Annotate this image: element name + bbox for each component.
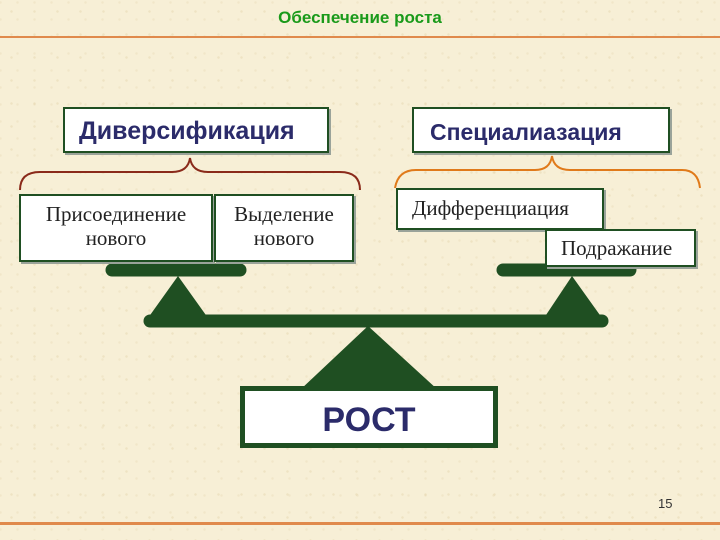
joining-new-line1: Присоединение bbox=[45, 202, 187, 226]
separation-new-box: Выделение нового bbox=[214, 194, 354, 262]
separation-new-line2: нового bbox=[253, 226, 315, 250]
differentiation-box: Дифференциация bbox=[396, 188, 604, 230]
joining-new-box: Присоединение нового bbox=[19, 194, 213, 262]
joining-new-line2: нового bbox=[85, 226, 147, 250]
right-brace bbox=[394, 155, 701, 189]
growth-box: РОСТ bbox=[240, 386, 498, 448]
diversification-label: Диверсификация bbox=[79, 117, 295, 145]
diversification-box: Диверсификация bbox=[63, 107, 329, 153]
slide-title: Обеспечение роста bbox=[278, 8, 442, 27]
left-brace bbox=[19, 157, 361, 191]
bottom-divider bbox=[0, 522, 720, 525]
separation-new-line1: Выделение bbox=[234, 202, 334, 226]
top-divider bbox=[0, 36, 720, 38]
page-number: 15 bbox=[658, 496, 673, 511]
imitation-box: Подражание bbox=[545, 229, 696, 267]
growth-label: РОСТ bbox=[322, 401, 416, 439]
specialization-box: Специалиазация bbox=[412, 107, 670, 153]
left-support bbox=[148, 276, 208, 318]
imitation-label: Подражание bbox=[561, 236, 673, 260]
specialization-label: Специалиазация bbox=[430, 119, 622, 145]
right-support bbox=[544, 276, 602, 318]
fulcrum bbox=[300, 326, 438, 390]
differentiation-label: Дифференциация bbox=[412, 196, 569, 220]
